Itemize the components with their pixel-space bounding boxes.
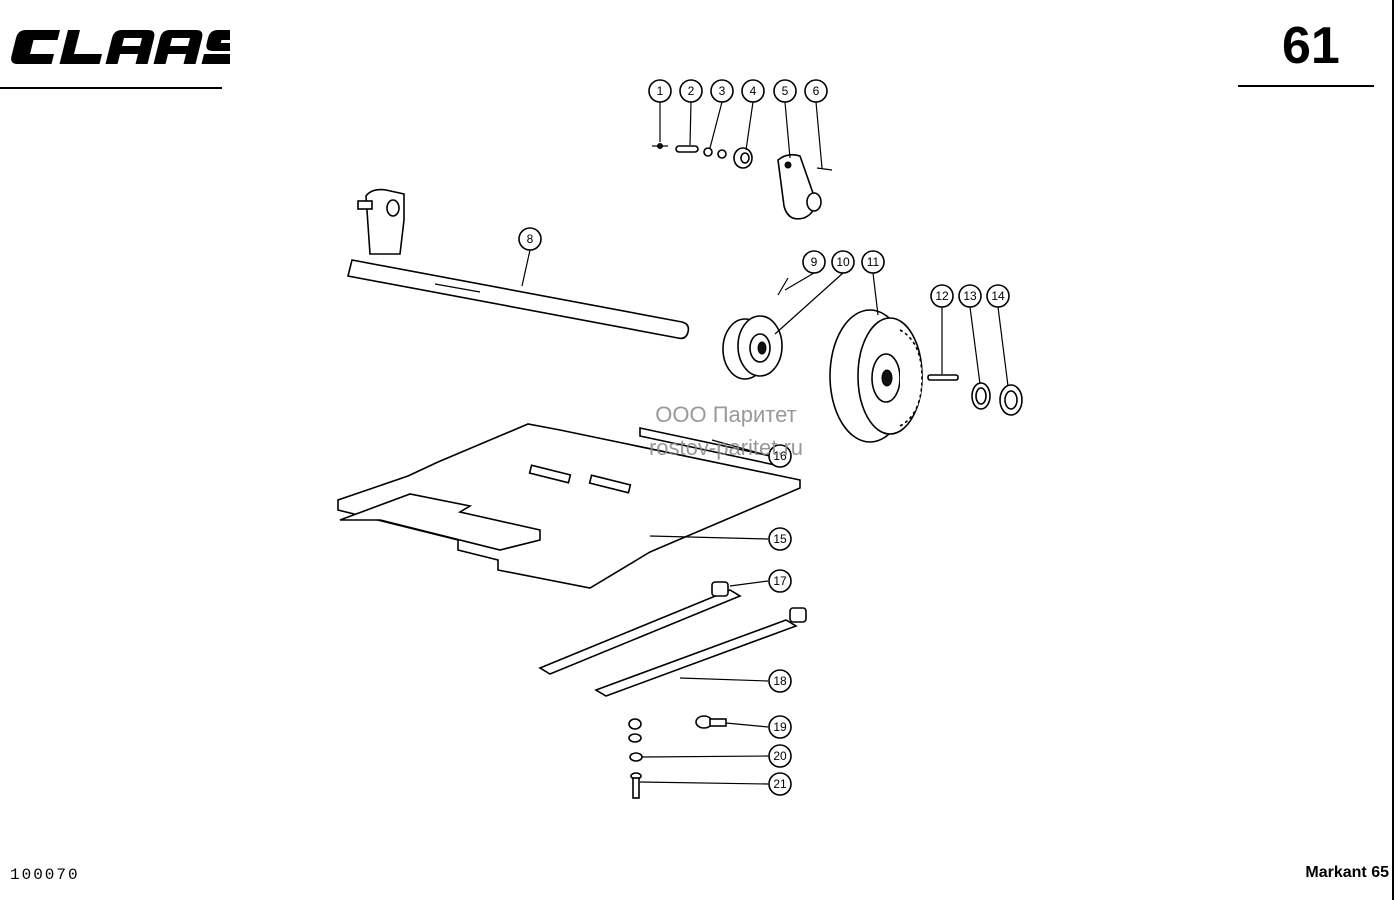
callout-3: 3 (710, 79, 734, 103)
svg-text:18: 18 (773, 674, 787, 688)
watermark-company: ООО Паритет (655, 402, 797, 427)
part-15-base-plate (337, 423, 801, 589)
callout-2: 2 (679, 79, 703, 103)
watermark: ООО Паритет rostov-paritet.ru (606, 398, 846, 464)
page-number: 61 (1282, 17, 1340, 75)
svg-text:8: 8 (527, 232, 534, 246)
header-rule-right (1238, 85, 1374, 87)
claas-logo (11, 30, 230, 64)
svg-text:13: 13 (963, 289, 977, 303)
callout-6: 6 (804, 79, 828, 103)
svg-text:14: 14 (991, 289, 1005, 303)
svg-text:4: 4 (750, 84, 757, 98)
part-11-gear-wheel (829, 309, 923, 443)
part-3-washer (703, 147, 727, 159)
svg-text:5: 5 (782, 84, 789, 98)
svg-text:9: 9 (811, 255, 818, 269)
part-14-washer (999, 384, 1023, 416)
callout-8: 8 (518, 227, 542, 251)
svg-text:21: 21 (773, 777, 787, 791)
page-border-right (1392, 0, 1394, 900)
svg-text:17: 17 (773, 574, 787, 588)
svg-text:6: 6 (813, 84, 820, 98)
callout-9: 9 (802, 250, 826, 274)
part-21-screw (630, 772, 642, 799)
callout-21: 21 (768, 772, 792, 796)
svg-text:15: 15 (773, 532, 787, 546)
callout-5: 5 (773, 79, 797, 103)
svg-text:19: 19 (773, 720, 787, 734)
callout-16: 16 (768, 444, 792, 468)
callout-1: 1 (648, 79, 672, 103)
part-8-shaft (347, 188, 690, 340)
header-rule-left (0, 87, 222, 89)
part-18-rail (594, 607, 807, 697)
part-12-key (927, 374, 959, 381)
leader-lines (521, 101, 1009, 785)
svg-text:10: 10 (836, 255, 850, 269)
callout-11: 11 (861, 250, 885, 274)
callout-12: 12 (930, 284, 954, 308)
part-1-pin (652, 143, 668, 149)
part-4-bushing (733, 147, 753, 169)
part-9-pin (777, 277, 789, 296)
callout-17: 17 (768, 569, 792, 593)
callout-20: 20 (768, 744, 792, 768)
part-13-ring (971, 382, 991, 410)
svg-text:16: 16 (773, 449, 787, 463)
part-10-pulley (722, 315, 783, 380)
callout-15: 15 (768, 527, 792, 551)
callout-14: 14 (986, 284, 1010, 308)
part-2-bolt (675, 145, 699, 153)
svg-text:11: 11 (867, 255, 880, 269)
part-19-bolt (695, 715, 727, 729)
part-6-split-pin (816, 167, 833, 171)
callout-19: 19 (768, 715, 792, 739)
callout-10: 10 (831, 250, 855, 274)
svg-text:20: 20 (773, 749, 787, 763)
callout-18: 18 (768, 669, 792, 693)
callout-4: 4 (741, 79, 765, 103)
callout-13: 13 (958, 284, 982, 308)
model-name: Markant 65 (1305, 864, 1389, 881)
svg-text:12: 12 (935, 289, 949, 303)
svg-text:2: 2 (688, 84, 695, 98)
watermark-site: rostov-paritet.ru (648, 435, 804, 460)
svg-text:3: 3 (719, 84, 726, 98)
svg-text:1: 1 (657, 84, 664, 98)
part-20-nut (628, 718, 643, 762)
part-17-rail (538, 581, 742, 675)
document-code: 100070 (10, 866, 80, 884)
part-5-lever (777, 153, 822, 220)
